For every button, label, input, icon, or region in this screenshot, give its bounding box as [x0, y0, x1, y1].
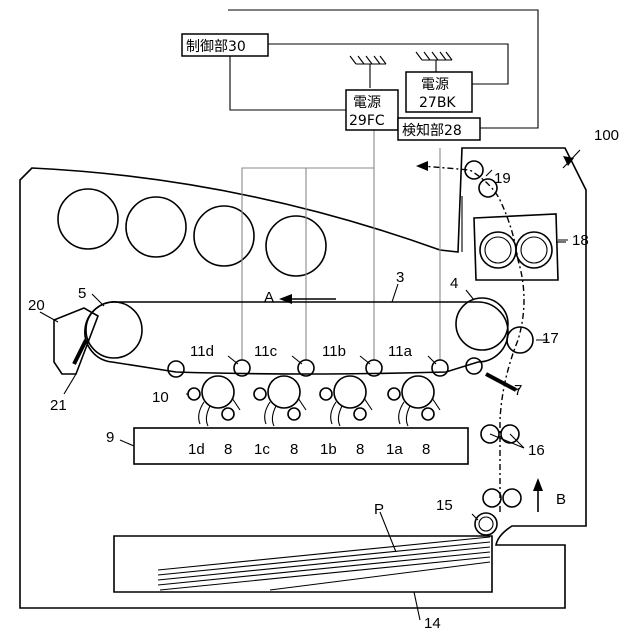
label-10: 10 [152, 389, 169, 406]
label-1a: 1a [386, 441, 403, 458]
leader-lines [40, 150, 580, 620]
exposure-unit-9 [134, 428, 468, 464]
feed-roller-pair-right [503, 489, 521, 507]
label-3: 3 [396, 269, 404, 286]
belt-scraper-7 [486, 374, 516, 390]
label-17: 17 [542, 330, 559, 347]
label-11c: 11c [254, 343, 278, 360]
power-supply-bk-label-1: 電源 [421, 77, 449, 93]
label-8-a: 8 [422, 441, 430, 458]
label-19: 19 [494, 170, 511, 187]
pressure-roller-inner [521, 237, 547, 263]
driven-roller-4 [456, 298, 508, 350]
paper-path [422, 166, 524, 512]
label-P: P [374, 501, 384, 518]
label-20: 20 [28, 297, 45, 314]
label-21: 21 [50, 397, 67, 414]
tension-roller-right [466, 358, 482, 374]
pickup-roller-15-inner [479, 517, 493, 531]
label-4: 4 [450, 275, 458, 292]
label-11a: 11a [388, 343, 413, 360]
direction-arrow-b-head [533, 478, 543, 491]
transfer-belt [85, 302, 508, 374]
pickup-roller-15 [475, 513, 497, 535]
label-1c: 1c [254, 441, 270, 458]
label-14: 14 [424, 615, 441, 632]
ground-symbol-2 [416, 52, 452, 60]
paper-stack-P [158, 537, 490, 590]
exit-arrow-head [416, 161, 428, 171]
drive-roller-5 [86, 302, 142, 358]
label-18: 18 [572, 232, 589, 249]
label-11d: 11d [190, 343, 214, 360]
image-unit-1c [254, 376, 306, 426]
ground-symbol-1 [350, 56, 386, 64]
label-1d: 1d [188, 441, 205, 458]
label-8-d: 8 [224, 441, 232, 458]
label-8-c: 8 [290, 441, 298, 458]
toner-cartridge-4 [266, 216, 326, 276]
toner-cartridge-2 [126, 197, 186, 257]
feed-roller-pair-left [483, 489, 501, 507]
label-9: 9 [106, 429, 114, 446]
power-supply-fc-label-2: 29FC [349, 113, 385, 129]
label-1b: 1b [320, 441, 337, 458]
tension-roller-left [168, 361, 184, 377]
detector-label: 検知部28 [402, 122, 462, 139]
image-unit-1d [188, 376, 240, 426]
power-supply-fc-label-1: 電源 [353, 95, 381, 111]
label-8-b: 8 [356, 441, 364, 458]
label-100: 100 [594, 127, 619, 144]
label-16: 16 [528, 442, 545, 459]
label-A: A [264, 289, 274, 306]
exit-roller-19-upper [465, 161, 483, 179]
bias-wire-gray [242, 128, 440, 360]
fixing-roller-inner [485, 237, 511, 263]
toner-cartridge-1 [58, 189, 118, 249]
controller-label: 制御部30 [186, 39, 246, 55]
label-15: 15 [436, 497, 453, 514]
image-unit-1b [320, 376, 372, 426]
image-unit-1a [388, 376, 440, 426]
toner-cartridge-3 [194, 206, 254, 266]
label-5: 5 [78, 285, 86, 302]
power-supply-bk-label-2: 27BK [419, 95, 456, 111]
label-11b: 11b [322, 343, 346, 360]
label-7: 7 [514, 382, 522, 399]
label-B: B [556, 491, 566, 508]
